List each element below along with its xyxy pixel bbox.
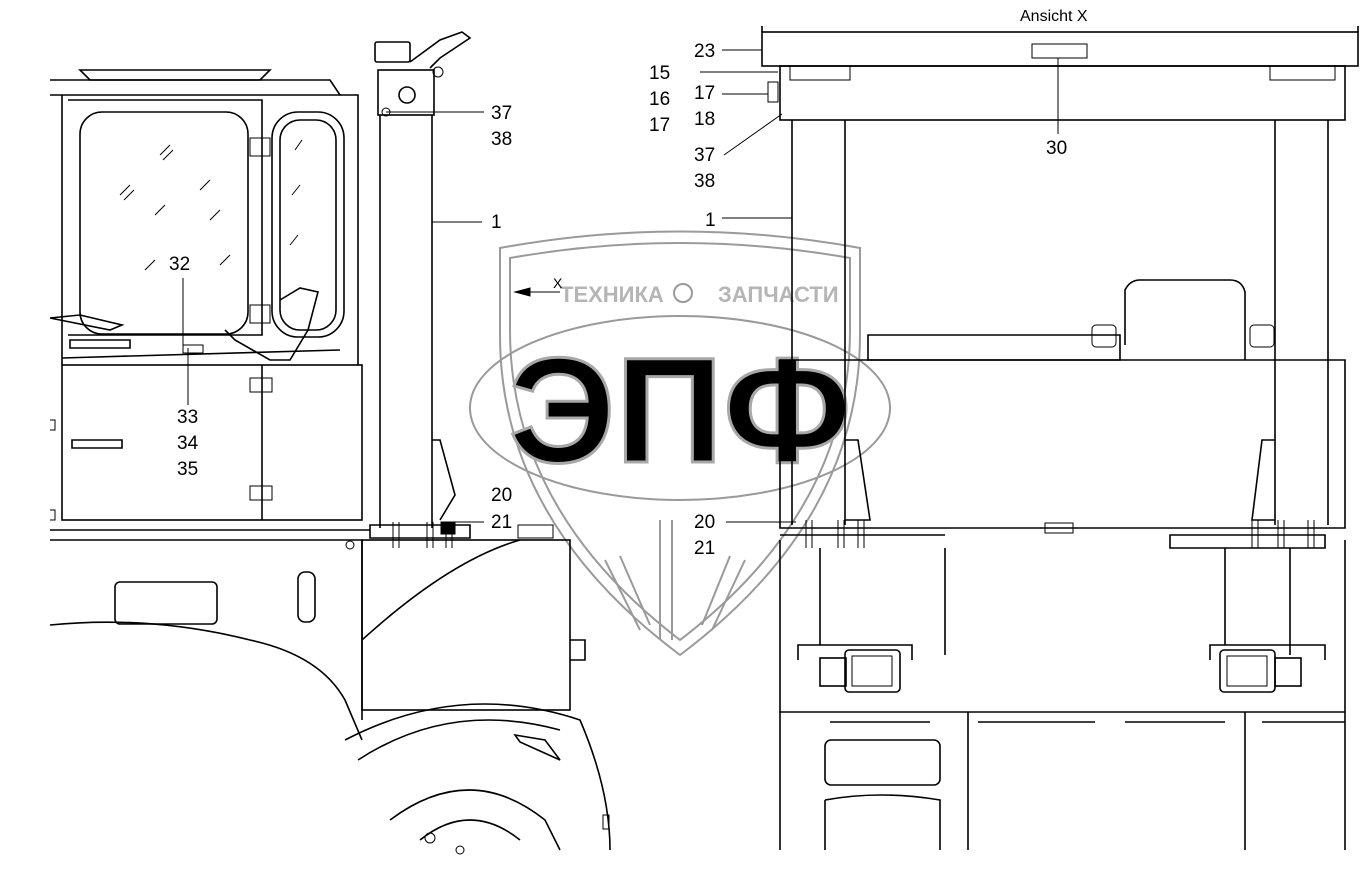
- watermark-logo: ЭПФ: [509, 326, 852, 494]
- callout-20: 20: [491, 485, 512, 506]
- callout-38: 38: [491, 129, 512, 150]
- callout-15: 15: [649, 63, 670, 84]
- rear-view-x: [761, 26, 1359, 850]
- callout-16: 16: [649, 89, 670, 110]
- callout-21: 21: [491, 512, 512, 533]
- callout-37: 37: [491, 103, 512, 124]
- gear-icon: [673, 283, 693, 303]
- cab-side-view: [49, 69, 611, 855]
- view-marker: X: [553, 275, 563, 291]
- watermark: ТЕХНИКА ЗАПЧАСТИ ЭПФ: [469, 230, 891, 657]
- callout-37: 37: [694, 145, 715, 166]
- callout-17: 17: [649, 115, 670, 136]
- callout-17: 17: [694, 83, 715, 104]
- callouts-left: 37 38 1 32 33 34 35 20 21: [169, 103, 512, 533]
- callout-30: 30: [1046, 138, 1067, 159]
- leader-lines: [182, 49, 1059, 523]
- rops-post-left: [369, 31, 554, 548]
- callout-20: 20: [694, 512, 715, 533]
- callout-38: 38: [694, 171, 715, 192]
- callout-32: 32: [169, 254, 190, 275]
- callout-23: 23: [694, 41, 715, 62]
- callout-18: 18: [694, 109, 715, 130]
- callout-34: 34: [177, 433, 199, 454]
- callouts-right: 23 15 16 17 17 18 37 38 30 1 20 21: [649, 41, 1067, 559]
- callout-1: 1: [491, 212, 502, 233]
- watermark-banner-right: ЗАПЧАСТИ: [718, 282, 839, 307]
- callout-35: 35: [177, 459, 198, 480]
- callout-33: 33: [177, 407, 198, 428]
- view-title: Ansicht X: [1020, 8, 1088, 25]
- callout-21: 21: [694, 538, 715, 559]
- watermark-banner-left: ТЕХНИКА: [560, 282, 664, 307]
- callout-1: 1: [705, 210, 716, 231]
- wheat-ears-icon: [604, 520, 746, 640]
